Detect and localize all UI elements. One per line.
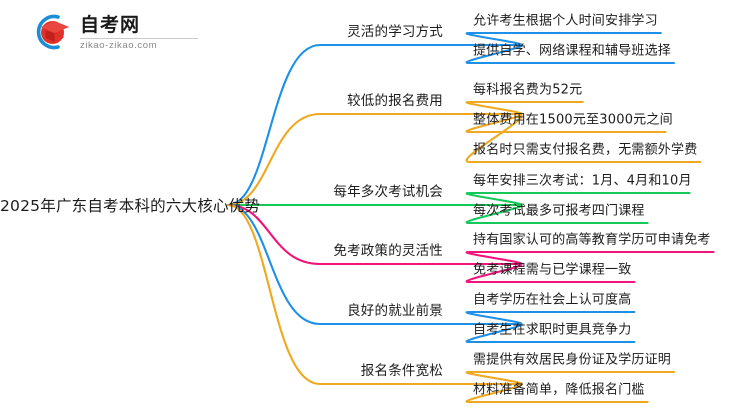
leaf-label-6-1: 需提供有效居民身份证及学历证明 <box>473 352 672 368</box>
branch-label-5: 良好的就业前景 <box>347 303 443 319</box>
branch-label-3: 每年多次考试机会 <box>333 184 443 200</box>
branch-label-4: 免考政策的灵活性 <box>333 243 443 259</box>
logo-domain: zikao-zikao.com <box>80 39 158 51</box>
connector-line <box>226 112 520 207</box>
leaf-label-5-1: 自考学历在社会上认可度高 <box>473 292 632 308</box>
leaf-label-2-1: 每科报名费为52元 <box>473 82 583 98</box>
connector-line <box>226 203 520 386</box>
connector-line <box>465 262 523 284</box>
connector-line <box>465 203 523 225</box>
logo-title: 自考网 <box>80 13 141 36</box>
leaf-label-2-2: 整体费用在1500元至3000元之间 <box>473 112 673 128</box>
connector-line <box>465 43 523 65</box>
connector-line <box>465 382 523 404</box>
connector-line <box>465 322 523 344</box>
connector-line <box>226 203 520 266</box>
logo-text-block: 自考网 zikao-zikao.com <box>80 14 198 51</box>
branch-label-2: 较低的报名费用 <box>347 93 443 109</box>
leaf-label-6-2: 材料准备简单，降低报名门槛 <box>473 382 645 398</box>
connector-line <box>226 203 520 326</box>
leaf-label-1-1: 允许考生根据个人时间安排学习 <box>473 13 658 29</box>
root-node-label: 2025年广东自考本科的六大核心优势 <box>0 197 261 215</box>
logo-divider <box>80 37 198 39</box>
leaf-label-5-2: 自考生在求职时更具竞争力 <box>473 322 632 338</box>
site-logo: 自考网 zikao-zikao.com <box>28 10 228 54</box>
connector-line <box>226 43 520 207</box>
leaf-label-3-1: 每年安排三次考试：1月、4月和10月 <box>473 173 692 189</box>
branch-label-6: 报名条件宽松 <box>360 363 443 379</box>
graduation-cap-icon <box>28 12 72 52</box>
branch-label-1: 灵活的学习方式 <box>347 24 443 40</box>
leaf-label-1-2: 提供自学、网络课程和辅导班选择 <box>473 43 672 59</box>
connector-line <box>465 112 523 164</box>
leaf-label-4-1: 持有国家认可的高等教育学历可申请免考 <box>473 232 711 248</box>
leaf-label-3-2: 每次考试最多可报考四门课程 <box>473 203 645 219</box>
leaf-label-2-3: 报名时只需支付报名费，无需额外学费 <box>473 142 698 158</box>
leaf-label-4-2: 免考课程需与已学课程一致 <box>473 262 632 278</box>
